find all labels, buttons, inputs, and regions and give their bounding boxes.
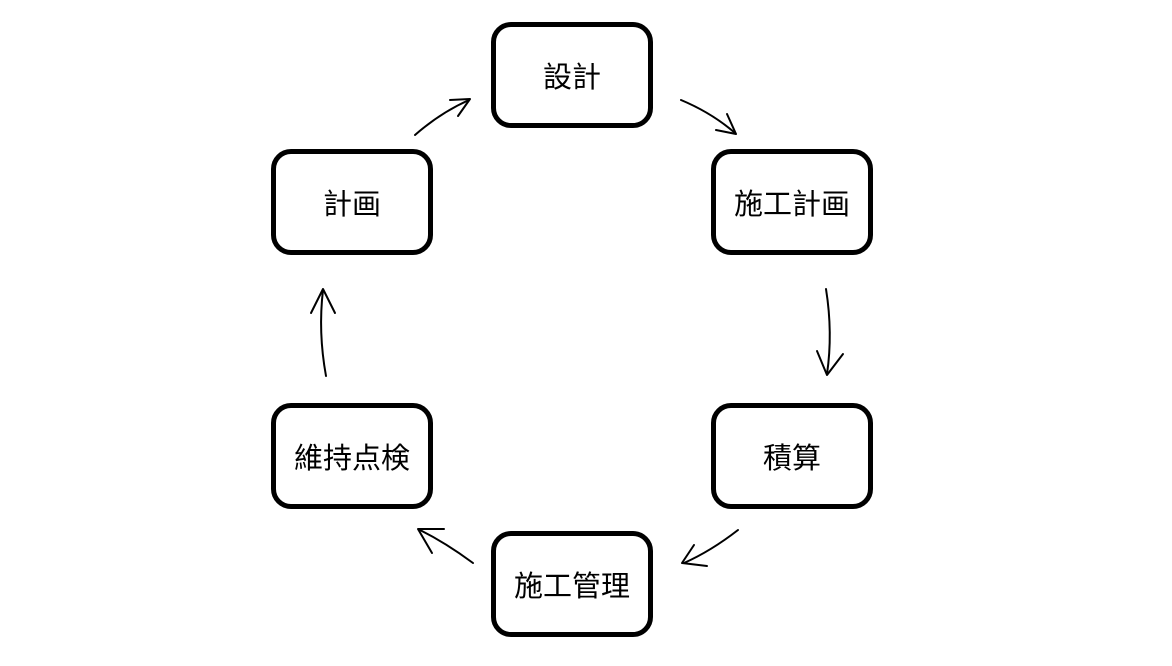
node-label: 施工管理 [513,569,630,603]
arrow-planning-to-design [414,98,471,136]
arrow-maintenance-to-planning [310,288,336,377]
arrow-estimate-to-construction-management [681,529,739,567]
node-construction-planning: 施工計画 [711,149,873,255]
node-label: 設計 [542,60,601,94]
arrow-construction-planning-to-estimate [816,288,844,376]
arrow-design-to-construction-planning [680,99,737,135]
node-maintenance: 維持点検 [271,403,433,509]
node-label: 積算 [762,441,821,475]
node-design: 設計 [491,22,653,128]
node-label: 維持点検 [293,441,410,475]
node-estimate: 積算 [711,403,873,509]
node-label: 施工計画 [733,187,850,221]
node-label: 計画 [322,187,381,221]
arrow-construction-management-to-maintenance [417,528,474,564]
node-planning: 計画 [271,149,433,255]
node-construction-management: 施工管理 [491,531,653,637]
